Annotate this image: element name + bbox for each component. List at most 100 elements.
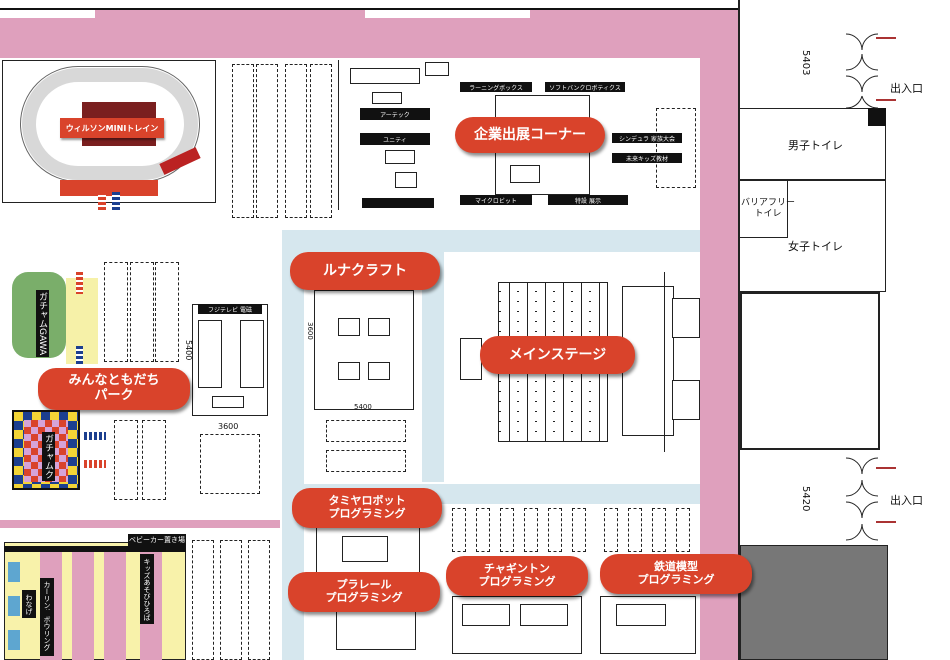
- luna-dashed-2: [326, 450, 406, 472]
- plarail-zone-label[interactable]: プラレール プログラミング: [288, 572, 440, 612]
- dim-5420: 5420: [800, 486, 811, 512]
- inner-room: [740, 292, 880, 450]
- right-wall: [700, 20, 740, 660]
- corporate-black-bar: [362, 198, 434, 208]
- door-arc-16: [861, 523, 879, 541]
- dashed-column-3: [285, 64, 307, 218]
- prog-dashed-10: [676, 508, 690, 552]
- exit-doors-svg: [845, 33, 896, 109]
- top-wall: [0, 18, 740, 58]
- kids-stripe-2: [72, 550, 94, 660]
- minna-dashed-2: [130, 262, 154, 362]
- tokusetsu-sign: 特設 展示: [548, 195, 628, 205]
- aisle-left: [282, 230, 304, 660]
- prog-dashed-6: [572, 508, 586, 552]
- minna-arrow-red: [76, 272, 83, 294]
- exit-top-label: 出入口: [890, 82, 923, 95]
- plarail-line1: プラレール: [336, 578, 392, 592]
- gray-room: [740, 545, 888, 660]
- minna-zone-label[interactable]: みんなともだち パーク: [38, 368, 190, 410]
- main-stage-podium: [460, 338, 482, 380]
- chagin-area: [452, 596, 582, 654]
- aisle-top: [282, 230, 700, 252]
- unity-desk: [385, 150, 415, 164]
- main-stage-label[interactable]: メインステージ: [480, 336, 635, 374]
- microbit-sign: マイクロビット: [460, 195, 532, 205]
- luna-zone-label[interactable]: ルナクラフト: [290, 252, 440, 290]
- chagin-table: [462, 604, 510, 626]
- door-arc-6: [861, 75, 879, 93]
- railway-table: [616, 604, 666, 626]
- gachamuku-label: ガチャムク: [42, 432, 55, 481]
- stroller-strip: [4, 546, 186, 552]
- chagin-line2: プログラミング: [478, 575, 556, 588]
- artech-sign: アーテック: [360, 108, 430, 120]
- luna-table-2: [368, 318, 390, 336]
- prog-dashed-8: [628, 508, 642, 552]
- dashed-column-1: [232, 64, 254, 218]
- kids-dashed-3: [248, 540, 270, 660]
- door-arc-14: [861, 501, 879, 519]
- door-arc-10: [861, 457, 879, 475]
- corporate-dashed-right: [656, 108, 696, 188]
- kids-blue-2: [8, 596, 20, 616]
- prog-dashed-7: [604, 508, 618, 552]
- dashed-column-2: [256, 64, 278, 218]
- prog-dashed-3: [500, 508, 514, 552]
- dim-3600: 3600: [218, 422, 239, 431]
- train-area: [2, 60, 216, 203]
- railway-line2: プログラミング: [637, 573, 715, 586]
- exit-doors-svg-2: [845, 457, 896, 541]
- wanage-sign: わなげ: [22, 590, 36, 618]
- door-arc-12: [861, 479, 879, 497]
- luna-table-1: [338, 318, 360, 336]
- curling-sign: カーリング: [40, 578, 54, 618]
- door-arc-8: [861, 95, 879, 109]
- minna-dashed-1: [104, 262, 128, 362]
- gachamuku-dashed-2: [142, 420, 166, 500]
- luna-dashed-1: [326, 420, 406, 442]
- top-wall-notch2: [530, 8, 740, 22]
- main-stage-side-1: [672, 298, 700, 338]
- door-arc-9: [845, 457, 863, 475]
- railway-line1: 鉄道模型: [654, 560, 698, 574]
- minna-dashed-3: [155, 262, 179, 362]
- corporate-zone-text: 企業出展コーナー: [474, 126, 586, 143]
- dim-5400-left: 5400: [184, 340, 193, 361]
- dim-3600-luna: 3600: [306, 322, 314, 340]
- railway-zone-label[interactable]: 鉄道模型 プログラミング: [600, 554, 752, 594]
- tamiya-line1: タミヤロボット: [328, 494, 406, 508]
- tamiya-zone-label[interactable]: タミヤロボット プログラミング: [292, 488, 442, 528]
- entry-arrow-blue: [112, 192, 120, 212]
- mirai-sign: 未来キッズ教材: [612, 153, 682, 163]
- door-arc-15: [845, 523, 863, 541]
- men-toilet-room: [738, 108, 886, 180]
- main-stage-text: メインステージ: [508, 346, 607, 363]
- building-right: [738, 0, 888, 660]
- minna-arrow-blue: [76, 346, 83, 364]
- shinjuku-sign: シンデュラ 家族大会: [612, 133, 682, 143]
- corporate-zone-label[interactable]: 企業出展コーナー: [455, 117, 605, 153]
- dim-5400-luna: 5400: [354, 403, 372, 411]
- chagin-zone-label[interactable]: チャギントン プログラミング: [446, 556, 588, 596]
- tamiya-table: [342, 536, 388, 562]
- corporate-center-table-1: [510, 165, 540, 183]
- entry-arrow-red: [98, 192, 106, 212]
- prog-dashed-9: [652, 508, 666, 552]
- left-wall-strip: [0, 520, 280, 528]
- door-arc-5: [845, 75, 863, 93]
- luna-table-3: [338, 362, 360, 380]
- exit-bottom-label: 出入口: [890, 494, 923, 507]
- artech-table-2: [425, 62, 449, 76]
- aisle-mid: [422, 252, 444, 482]
- luna-table-4: [368, 362, 390, 380]
- gachamuku-arrow-red: [84, 460, 106, 468]
- kids-stripe-3: [104, 550, 126, 660]
- minna-line1: みんなともだち: [68, 373, 160, 389]
- softbank-sign: ソフトバンクロボティクス: [545, 82, 625, 92]
- gachamuku-arrow-blue: [84, 432, 106, 440]
- prog-dashed-5: [548, 508, 562, 552]
- door-arc-3: [845, 53, 863, 71]
- door-arc-4: [861, 53, 879, 71]
- chagin-table-2: [520, 604, 568, 626]
